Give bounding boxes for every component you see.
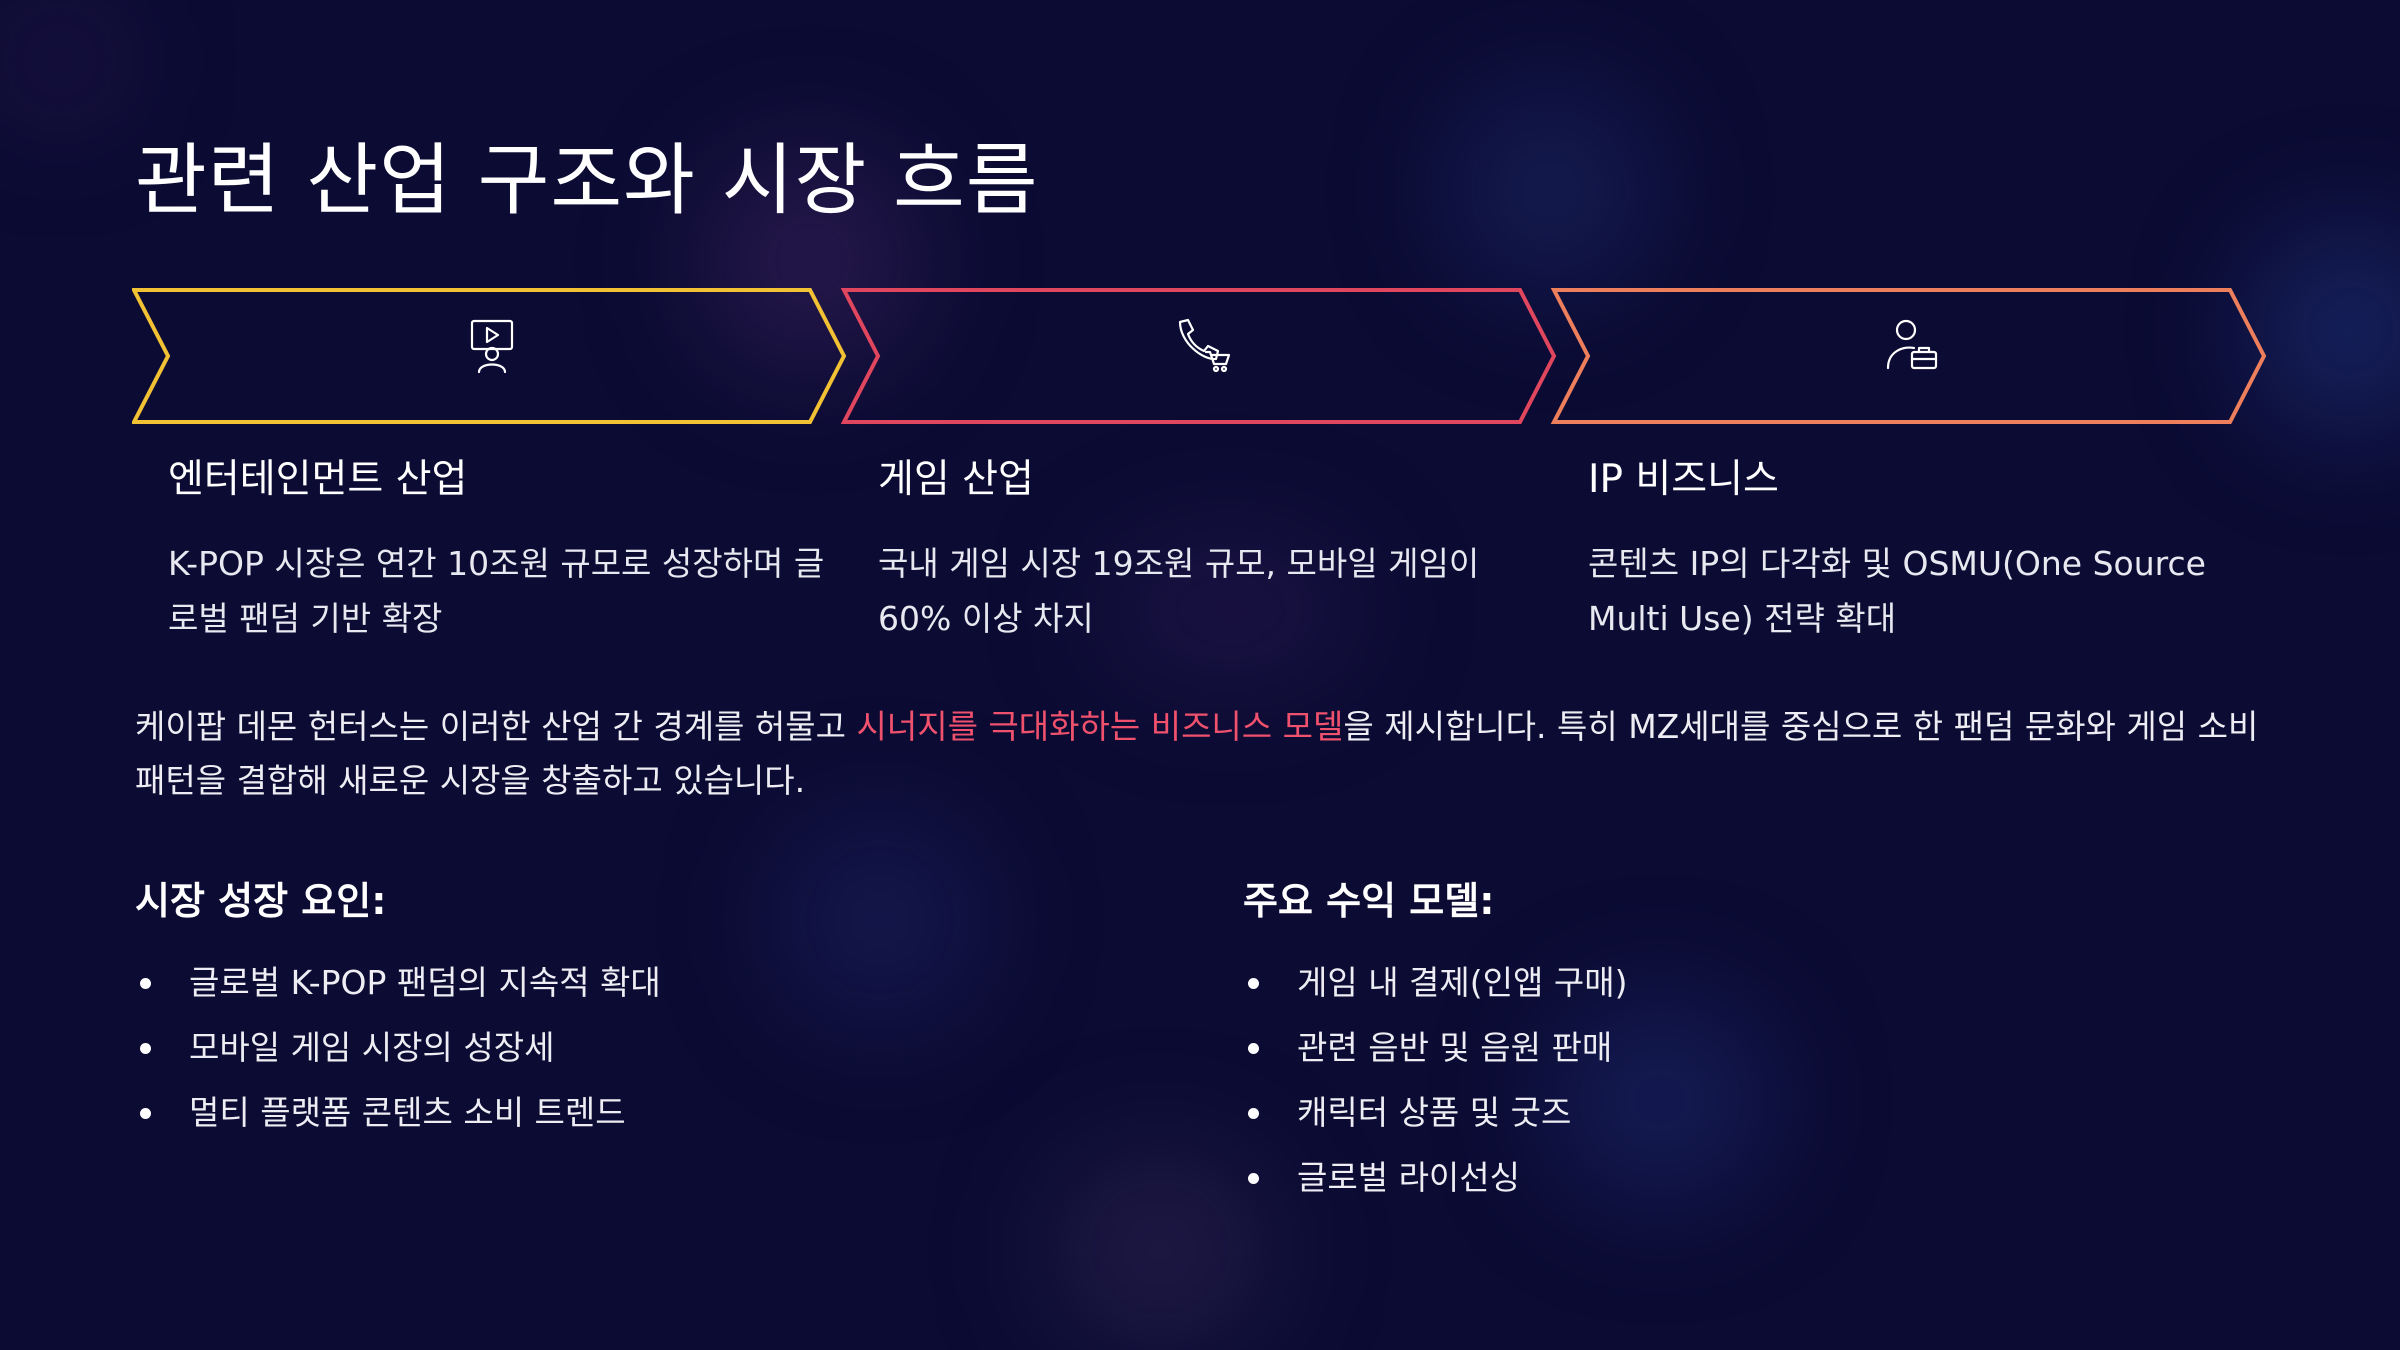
list-item: 글로벌 라이선싱 bbox=[1243, 1158, 2143, 1198]
bullet-icon bbox=[140, 978, 151, 989]
stage-description-line: 로벌 팬덤 기반 확장 bbox=[168, 599, 443, 638]
chevron-shapes bbox=[132, 288, 2267, 424]
process-chevrons bbox=[132, 288, 2272, 428]
background-glow bbox=[1450, 90, 1650, 290]
background-glow bbox=[2250, 230, 2400, 430]
bullet-icon bbox=[140, 1043, 151, 1054]
list-item-text: 캐릭터 상품 및 굿즈 bbox=[1297, 1093, 1572, 1132]
list-item-text: 관련 음반 및 음원 판매 bbox=[1297, 1028, 1613, 1067]
list-item-text: 글로벌 라이선싱 bbox=[1297, 1158, 1521, 1197]
stage-game: 게임 산업 국내 게임 시장 19조원 규모, 모바일 게임이 60% 이상 차… bbox=[878, 448, 1558, 646]
growth-factors-list: 글로벌 K-POP 팬덤의 지속적 확대 모바일 게임 시장의 성장세 멀티 플… bbox=[135, 963, 1035, 1133]
summary-highlight: 시너지를 극대화하는 비즈니스 모델 bbox=[856, 707, 1344, 746]
growth-factors-section: 시장 성장 요인: 글로벌 K-POP 팬덤의 지속적 확대 모바일 게임 시장… bbox=[135, 870, 1035, 1158]
person-briefcase-icon bbox=[1882, 316, 1942, 376]
list-item: 멀티 플랫폼 콘텐츠 소비 트렌드 bbox=[135, 1093, 1035, 1133]
bullet-icon bbox=[1248, 1108, 1259, 1119]
stage-description: K-POP 시장은 연간 10조원 규모로 성장하며 글 로벌 팬덤 기반 확장 bbox=[168, 536, 848, 646]
stage-description: 국내 게임 시장 19조원 규모, 모바일 게임이 60% 이상 차지 bbox=[878, 536, 1558, 646]
summary-paragraph: 케이팝 데몬 헌터스는 이러한 산업 간 경계를 허물고 시너지를 극대화하는 … bbox=[135, 700, 2275, 808]
revenue-models-section: 주요 수익 모델: 게임 내 결제(인앱 구매) 관련 음반 및 음원 판매 캐… bbox=[1243, 870, 2143, 1223]
background-glow bbox=[1050, 1150, 1270, 1350]
list-item-text: 글로벌 K-POP 팬덤의 지속적 확대 bbox=[189, 963, 661, 1002]
stage-title: IP 비즈니스 bbox=[1588, 457, 1779, 502]
stage-description-line: 국내 게임 시장 19조원 규모, 모바일 게임이 bbox=[878, 544, 1480, 583]
phone-cart-icon bbox=[1172, 316, 1232, 376]
bullet-icon bbox=[1248, 1043, 1259, 1054]
stage-title: 엔터테인먼트 산업 bbox=[168, 457, 468, 502]
revenue-models-list: 게임 내 결제(인앱 구매) 관련 음반 및 음원 판매 캐릭터 상품 및 굿즈… bbox=[1243, 963, 2143, 1198]
bullet-icon bbox=[1248, 1173, 1259, 1184]
chevron-ip bbox=[1550, 288, 2267, 424]
stage-description-line: 콘텐츠 IP의 다각화 및 OSMU(One Source bbox=[1588, 544, 2206, 583]
summary-text: 케이팝 데몬 헌터스는 이러한 산업 간 경계를 허물고 bbox=[135, 707, 857, 746]
list-item: 캐릭터 상품 및 굿즈 bbox=[1243, 1093, 2143, 1133]
stage-title: 게임 산업 bbox=[878, 457, 1034, 502]
list-item: 글로벌 K-POP 팬덤의 지속적 확대 bbox=[135, 963, 1035, 1003]
list-item: 게임 내 결제(인앱 구매) bbox=[1243, 963, 2143, 1003]
list-item-text: 모바일 게임 시장의 성장세 bbox=[189, 1028, 555, 1067]
page-title: 관련 산업 구조와 시장 흐름 bbox=[135, 136, 1039, 226]
bullet-icon bbox=[140, 1108, 151, 1119]
list-item: 모바일 게임 시장의 성장세 bbox=[135, 1028, 1035, 1068]
stage-description-line: Multi Use) 전략 확대 bbox=[1588, 599, 1897, 638]
stage-description-line: 60% 이상 차지 bbox=[878, 599, 1094, 638]
list-item: 관련 음반 및 음원 판매 bbox=[1243, 1028, 2143, 1068]
chevron-game bbox=[840, 288, 1557, 424]
section-heading: 시장 성장 요인: bbox=[135, 879, 387, 923]
video-person-icon bbox=[462, 316, 522, 376]
section-heading: 주요 수익 모델: bbox=[1243, 879, 1495, 923]
stage-description-line: K-POP 시장은 연간 10조원 규모로 성장하며 글 bbox=[168, 544, 825, 583]
stage-entertainment: 엔터테인먼트 산업 K-POP 시장은 연간 10조원 규모로 성장하며 글 로… bbox=[168, 448, 848, 646]
chevron-entertainment bbox=[132, 288, 847, 424]
stage-ip-business: IP 비즈니스 콘텐츠 IP의 다각화 및 OSMU(One Source Mu… bbox=[1588, 448, 2268, 646]
stage-description: 콘텐츠 IP의 다각화 및 OSMU(One Source Multi Use)… bbox=[1588, 536, 2268, 646]
bullet-icon bbox=[1248, 978, 1259, 989]
summary-text: 을 제시합니다. 특히 MZ세대를 중심으로 한 팬덤 문화와 게임 소비 패턴… bbox=[135, 707, 2259, 800]
list-item-text: 게임 내 결제(인앱 구매) bbox=[1297, 963, 1628, 1002]
list-item-text: 멀티 플랫폼 콘텐츠 소비 트렌드 bbox=[189, 1093, 626, 1132]
background-glow bbox=[0, 0, 120, 120]
